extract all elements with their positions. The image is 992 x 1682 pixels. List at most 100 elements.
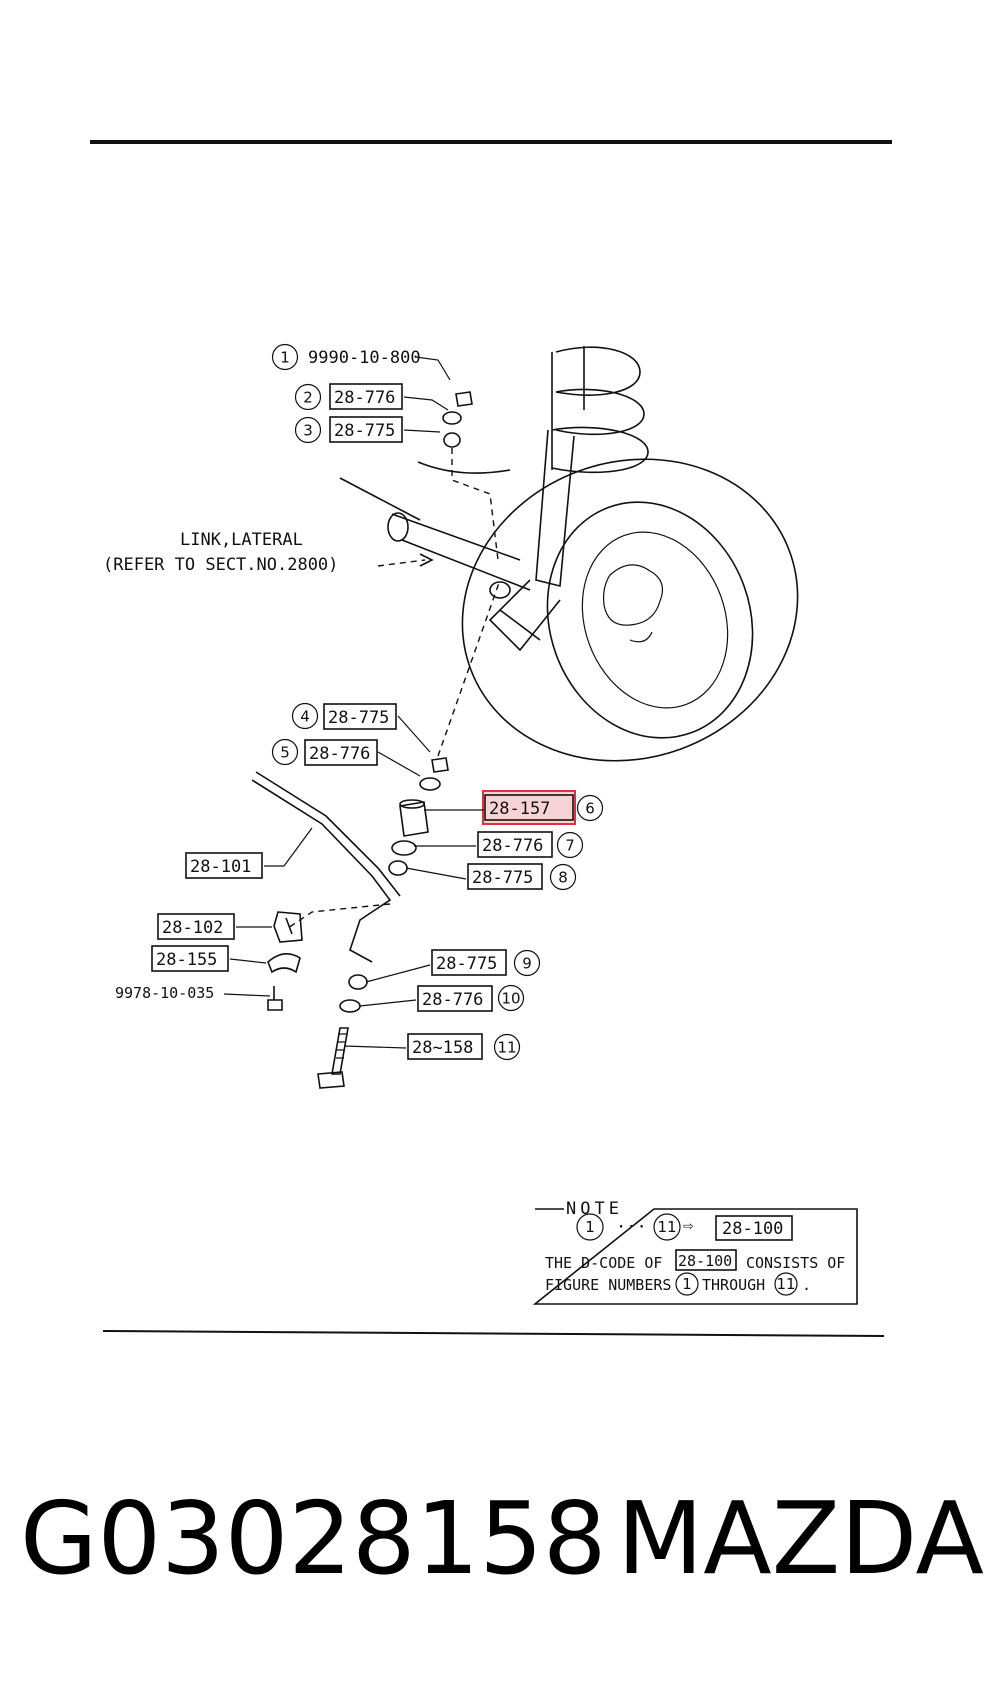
note-text-line1-b: CONSISTS OF (746, 1254, 845, 1272)
callout-code: 28-776 (334, 388, 395, 408)
callout-code: 28-775 (436, 954, 497, 974)
callout-11: 11 28~158 (343, 1033, 521, 1061)
note-title: NOTE (566, 1199, 623, 1219)
lateral-link-arm (339, 461, 531, 599)
note-range-end: 11 (657, 1218, 676, 1236)
note-text-line1-code: 28-100 (678, 1252, 732, 1270)
code-box (185, 852, 263, 879)
leader-line (405, 867, 467, 880)
callout-number: 1 (280, 349, 290, 367)
callout-number: 6 (585, 800, 595, 818)
callout-number: 11 (497, 1039, 516, 1057)
callout-code: 9990-10-800 (308, 348, 421, 368)
note-text-line2-punct: . (802, 1276, 811, 1294)
callout-number: 4 (300, 708, 310, 726)
part-9978-10-035: 9978-10-035 (115, 984, 271, 1002)
callout-7: 7 28-776 (414, 831, 584, 859)
callout-code: 28-776 (422, 990, 483, 1010)
code-box (417, 985, 493, 1012)
callout-3: 3 28-775 (294, 416, 441, 444)
callout-number-circle (271, 343, 299, 371)
callout-6: 6 28-157 (424, 790, 604, 825)
brand-caption: MAZDA (617, 1480, 984, 1597)
part-28-102: 28-102 (157, 913, 272, 940)
tire (461, 458, 799, 762)
leader-line (343, 1045, 407, 1049)
part-code: 28-155 (156, 950, 217, 970)
code-box (151, 945, 229, 972)
code-box (467, 863, 543, 890)
leader-line (403, 396, 449, 411)
callout-10: 10 28-776 (359, 984, 525, 1012)
callout-8: 8 28-775 (405, 863, 577, 891)
note-arrow-icon: ⇨ (683, 1216, 694, 1236)
callout-number: 5 (280, 744, 290, 762)
callout-code: 28-157 (489, 799, 550, 819)
callout-code: 28-775 (472, 868, 533, 888)
note-text-line1-a: THE D-CODE OF (545, 1254, 662, 1272)
callout-4: 4 28-775 (291, 702, 431, 753)
callout-code: 28-776 (482, 836, 543, 856)
leader-line (365, 964, 431, 983)
bottom-rule (102, 1330, 885, 1337)
callout-number: 8 (558, 869, 568, 887)
callout-code: 28-775 (328, 708, 389, 728)
leader-line (264, 827, 313, 867)
strut (488, 429, 575, 652)
note-dcode: 28-100 (722, 1219, 783, 1239)
leader-line (415, 356, 451, 381)
link-lateral-title: LINK,LATERAL (180, 530, 303, 550)
part-number-caption: G03028158 (20, 1480, 606, 1597)
code-box (157, 913, 235, 940)
leader-line (377, 751, 421, 777)
code-box (484, 794, 574, 821)
code-box (329, 383, 403, 410)
link-lateral-label: LINK,LATERAL (REFER TO SECT.NO.2800) (103, 530, 434, 575)
callout-number: 10 (501, 990, 520, 1008)
code-box (323, 703, 397, 730)
leader-line (223, 993, 271, 997)
callout-number-circle (556, 831, 584, 859)
code-box (329, 416, 403, 443)
code-box (304, 739, 378, 766)
wheel-assembly-illustration (339, 346, 799, 762)
callout-9: 9 28-775 (365, 949, 541, 983)
leader-line (229, 958, 267, 964)
note-box: NOTE 1 ··· 11 ⇨ 28-100 THE D-CODE OF 28-… (532, 1199, 858, 1305)
link-lateral-reference: (REFER TO SECT.NO.2800) (103, 555, 338, 575)
stabilizer-bar-illustration (251, 771, 401, 1011)
callout-number-circle (493, 1033, 521, 1061)
callout-number-circle (549, 863, 577, 891)
note-text-line2-end: 11 (776, 1275, 795, 1293)
code-box (477, 831, 553, 858)
part-code: 9978-10-035 (115, 984, 214, 1002)
highlight-box (482, 790, 576, 825)
callout-number-circle (497, 984, 525, 1012)
callout-number: 9 (522, 955, 532, 973)
note-range-dots: ··· (616, 1217, 647, 1237)
code-box (431, 949, 507, 976)
callout-number-circle (294, 383, 322, 411)
part-code: 28-102 (162, 918, 223, 938)
part-code: 28-101 (190, 857, 251, 877)
callout-number-circle (271, 738, 299, 766)
callout-code: 28~158 (412, 1038, 473, 1058)
part-labels: 28-101 28-102 28-155 9978-10-035 (115, 827, 313, 1002)
note-text-line2-a: FIGURE NUMBERS (545, 1276, 671, 1294)
callout-code: 28-775 (334, 421, 395, 441)
callout-number-circle (294, 416, 322, 444)
note-text-line2-start: 1 (682, 1275, 692, 1293)
leader-line (397, 715, 431, 753)
callout-1: 1 9990-10-800 (271, 343, 451, 381)
callout-number: 7 (565, 837, 575, 855)
coil-spring (551, 346, 649, 474)
callout-number: 3 (303, 422, 313, 440)
leader-line (359, 999, 417, 1007)
callout-number-circle (513, 949, 541, 977)
callout-number-circle (576, 794, 604, 822)
code-box (407, 1033, 483, 1060)
